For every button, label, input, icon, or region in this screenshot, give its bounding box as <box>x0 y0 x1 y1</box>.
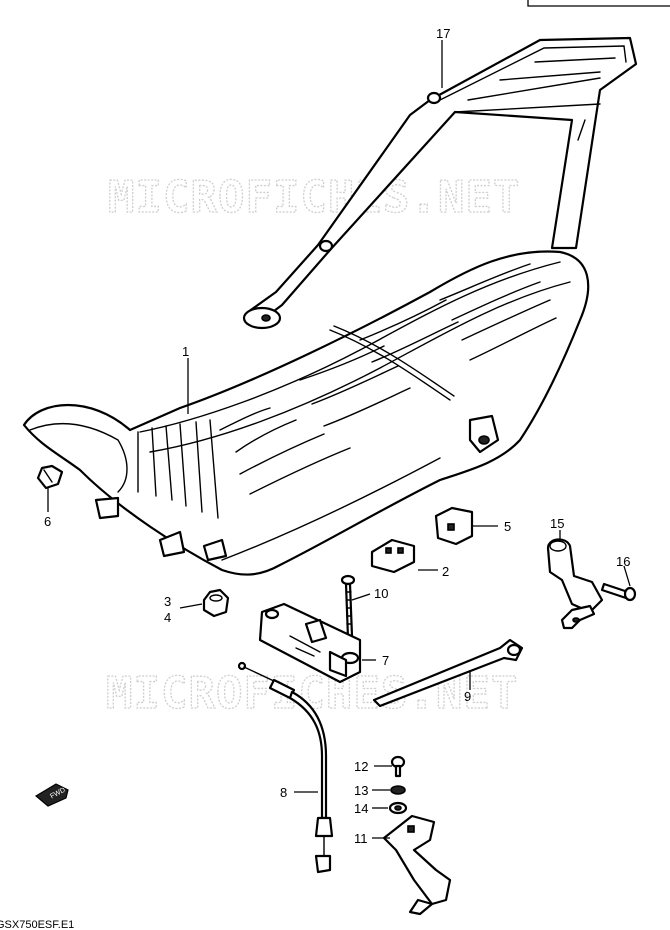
seat-lock-bracket-part-7 <box>258 602 362 684</box>
cushion-part-5 <box>434 506 474 546</box>
callout-4: 4 <box>164 610 171 625</box>
watermark-top: MICROFICHES.NET <box>108 172 520 223</box>
callout-13: 13 <box>354 783 368 798</box>
fwd-arrow: FWD <box>34 783 69 807</box>
grommet-part-3-4 <box>202 588 230 618</box>
callout-17: 17 <box>436 26 450 41</box>
frame-corner <box>527 0 670 7</box>
callout-15: 15 <box>550 516 564 531</box>
footer-code: GSX750ESF.E1 <box>0 919 74 930</box>
callout-16: 16 <box>616 554 630 569</box>
callout-11: 11 <box>354 831 368 846</box>
callout-3: 3 <box>164 594 171 609</box>
bolt-part-10 <box>340 574 356 640</box>
rear-carrier-rack <box>242 36 638 330</box>
callout-14: 14 <box>354 801 368 816</box>
seat-assembly <box>22 250 590 576</box>
screw-part-16 <box>600 582 637 602</box>
helmet-lock-part-11 <box>382 814 452 916</box>
callout-7: 7 <box>382 653 389 668</box>
washer-part-14 <box>388 801 408 815</box>
callout-10: 10 <box>374 586 388 601</box>
callout-1: 1 <box>182 344 189 359</box>
callout-8: 8 <box>280 785 287 800</box>
washer-part-13 <box>390 785 406 795</box>
callout-leaders <box>47 40 631 839</box>
screw-part-12 <box>390 755 406 778</box>
cushion-part-2 <box>370 538 416 574</box>
callout-5: 5 <box>504 519 511 534</box>
seat-lock-part-15 <box>546 538 604 630</box>
callout-9: 9 <box>464 689 471 704</box>
callout-6: 6 <box>44 514 51 529</box>
lever-part-9 <box>372 638 524 708</box>
cable-part-8 <box>237 661 334 874</box>
callout-12: 12 <box>354 759 368 774</box>
cap-part-6 <box>36 464 64 490</box>
callout-labels: 17 1 6 5 15 2 16 3 4 10 7 9 12 13 8 14 1… <box>44 26 630 846</box>
callout-2: 2 <box>442 564 449 579</box>
